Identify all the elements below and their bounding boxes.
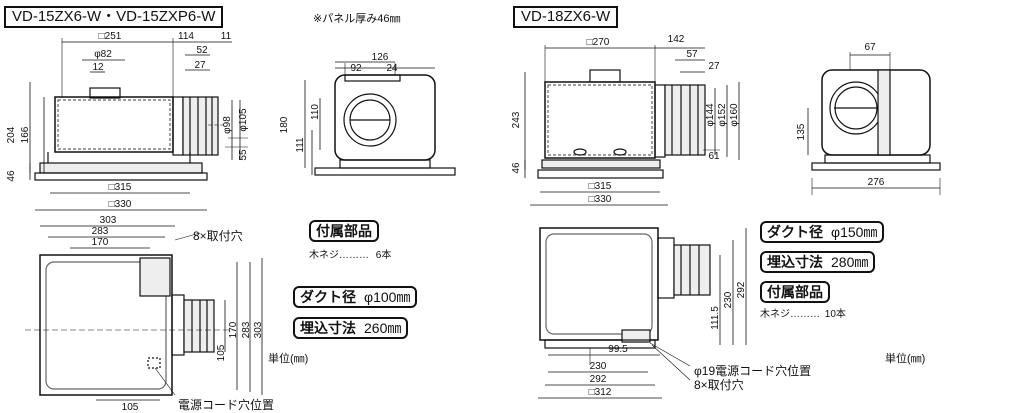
left-screw-count: 6本	[375, 250, 392, 261]
dim-left-110: 110	[310, 104, 321, 120]
dim-left-105-vertical: 105	[216, 344, 227, 361]
right-embed-box: 埋込寸法 280㎜	[760, 251, 876, 273]
dim-left-126: 126	[372, 52, 389, 63]
left-screw-line: 木ネジ……… 6本	[309, 246, 391, 261]
left-unit-label: 単位(㎜)	[268, 353, 309, 365]
left-embed-box: 埋込寸法 260㎜	[293, 317, 409, 339]
dim-left-283: 283	[92, 226, 109, 237]
dim-left-303: 303	[100, 215, 117, 226]
left-model-title: VD-15ZX6-W・VD-15ZXP6-W	[4, 6, 224, 28]
left-duct-value: φ100㎜	[364, 289, 411, 305]
dim-left-phi98: φ98	[222, 116, 233, 134]
left-duct-box: ダクト径 φ100㎜	[293, 286, 418, 308]
dim-left-46: 46	[6, 170, 17, 182]
left-embed-value: 260㎜	[364, 320, 402, 336]
dim-right-243: 243	[511, 111, 522, 128]
panel-thickness-note: ※パネル厚み46㎜	[313, 13, 401, 25]
dim-right-61: 61	[708, 151, 720, 162]
dim-right-phi152: φ152	[717, 103, 728, 127]
dim-left-55: 55	[238, 149, 249, 161]
dim-left-phi105: φ105	[238, 108, 249, 132]
right-screw-line: 木ネジ……… 10本	[760, 305, 846, 320]
dim-left-11: 11	[221, 31, 232, 42]
dim-right-230-vertical: 230	[723, 291, 734, 308]
right-duct-box: ダクト径 φ150㎜	[760, 221, 885, 243]
right-embed-label: 埋込寸法	[767, 254, 823, 270]
right-duct-value: φ150㎜	[831, 224, 878, 240]
dim-left-12: 12	[92, 62, 104, 73]
dim-left-114: 114	[178, 31, 194, 42]
left-side-view	[304, 61, 456, 176]
dim-right-phi144: φ144	[705, 103, 716, 127]
right-accessories-box: 付属部品	[760, 281, 830, 303]
dim-right-27: 27	[708, 61, 720, 72]
right-front-view	[524, 45, 740, 206]
dim-left-105-bottom: 105	[122, 402, 139, 413]
right-plan-view	[538, 227, 747, 399]
dim-right-67: 67	[864, 42, 876, 53]
dim-right-57: 57	[686, 49, 698, 60]
right-accessories-label: 付属部品	[767, 284, 823, 300]
right-model-title: VD-18ZX6-W	[513, 6, 619, 28]
dim-left-27: 27	[194, 60, 206, 71]
dim-left-180: 180	[279, 116, 290, 133]
right-screw-text: 木ネジ………	[760, 309, 820, 320]
left-accessories-label: 付属部品	[316, 223, 372, 239]
right-screw-count: 10本	[824, 309, 846, 320]
dim-left-24: 24	[386, 63, 398, 74]
dim-right-292-vertical: 292	[736, 281, 747, 298]
left-mount-holes-label: 8×取付穴	[193, 229, 243, 243]
dim-left-204: 204	[6, 126, 17, 143]
dim-left-92: 92	[350, 63, 362, 74]
dim-left-283-vertical: 283	[241, 321, 252, 338]
dim-right-135: 135	[796, 123, 807, 140]
dim-right-315: □315	[589, 181, 612, 192]
right-mount-holes-label: 8×取付穴	[694, 378, 744, 392]
dim-right-142: 142	[668, 34, 685, 45]
dim-left-303-vertical: 303	[253, 321, 264, 338]
dim-right-292: 292	[590, 374, 607, 385]
right-unit-label: 単位(㎜)	[885, 353, 926, 365]
left-front-view	[29, 38, 248, 211]
dim-right-111-5: 111.5	[710, 306, 721, 330]
dim-left-315: □315	[109, 182, 132, 193]
dim-right-270: □270	[587, 37, 610, 48]
dim-right-46: 46	[511, 162, 522, 174]
right-embed-value: 280㎜	[831, 254, 869, 270]
left-screw-text: 木ネジ………	[309, 250, 369, 261]
dim-right-330: □330	[589, 194, 612, 205]
left-plan-view	[25, 225, 263, 401]
dim-left-111: 111	[295, 137, 306, 153]
dim-right-276: 276	[868, 177, 885, 188]
right-side-view	[807, 52, 941, 195]
dim-left-166: 166	[20, 126, 31, 143]
dim-right-230: 230	[590, 361, 607, 372]
left-accessories-box: 付属部品	[309, 220, 379, 242]
left-cord-hole-label: 電源コード穴位置	[178, 398, 275, 412]
dim-left-52: 52	[196, 45, 208, 56]
dim-right-phi160: φ160	[729, 103, 740, 127]
right-cord-hole-label: φ19電源コード穴位置	[694, 364, 812, 378]
dim-left-170: 170	[92, 237, 109, 248]
dim-right-99-5: 99.5	[608, 344, 628, 355]
dim-left-170-vertical: 170	[228, 321, 239, 338]
dim-left-330: □330	[109, 199, 132, 210]
dim-left-251: □251	[99, 31, 122, 42]
left-embed-label: 埋込寸法	[300, 320, 356, 336]
right-duct-label: ダクト径	[767, 224, 823, 240]
left-duct-label: ダクト径	[300, 289, 356, 305]
dim-right-312: □312	[589, 387, 612, 398]
dim-left-phi82: φ82	[94, 49, 112, 60]
